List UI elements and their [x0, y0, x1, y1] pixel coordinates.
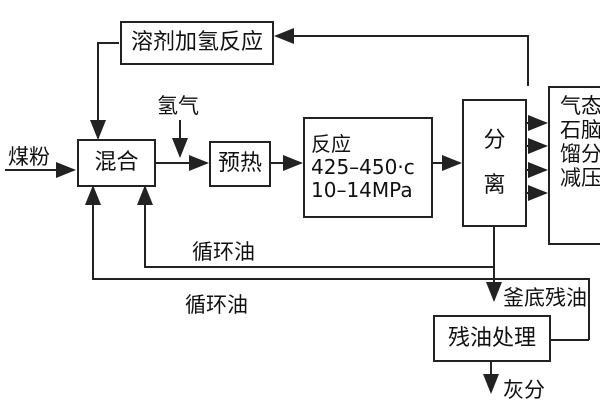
- line-products-to-solvent: [274, 28, 529, 86]
- mix-box: 混合: [77, 139, 156, 187]
- reaction-title: 反应: [311, 132, 351, 156]
- reaction-pressure: 10–14MPa: [311, 178, 413, 202]
- coal-powder-label: 煤粉: [8, 145, 50, 169]
- product-gas: 气态: [560, 94, 600, 118]
- reaction-temperature: 425–450·c: [311, 155, 415, 179]
- line-outer-recycle: [85, 185, 590, 340]
- kettle-residue-label: 釜底残油: [503, 286, 587, 310]
- mix-label: 混合: [94, 150, 139, 176]
- residue-treatment-box: 残油处理: [433, 315, 551, 362]
- preheat-box: 预热: [209, 141, 271, 187]
- product-distillate: 馏分: [560, 142, 600, 167]
- products-box: 气态 石脑 馏分 减压: [548, 86, 600, 245]
- line-inner-recycle: [137, 185, 495, 268]
- separate-char-1: 分: [483, 127, 506, 153]
- recycle-oil-inner-label: 循环油: [192, 240, 255, 264]
- line-solvent-to-mix: [90, 42, 119, 140]
- separate-box: 分 离: [462, 99, 527, 227]
- preheat-label: 预热: [217, 151, 262, 177]
- product-naphtha: 石脑: [560, 118, 600, 143]
- hydrogen-label: 氢气: [157, 94, 199, 118]
- ash-label: 灰分: [503, 378, 545, 402]
- solvent-hydrogenation-label: 溶剂加氢反应: [130, 30, 263, 56]
- solvent-hydrogenation-box: 溶剂加氢反应: [120, 21, 274, 65]
- product-vacuum: 减压: [560, 166, 600, 191]
- residue-treatment-label: 残油处理: [447, 325, 536, 351]
- separate-char-2: 离: [483, 173, 506, 198]
- recycle-oil-outer-label: 循环油: [185, 293, 248, 317]
- reaction-box: 反应 425–450·c 10–14MPa: [303, 117, 433, 218]
